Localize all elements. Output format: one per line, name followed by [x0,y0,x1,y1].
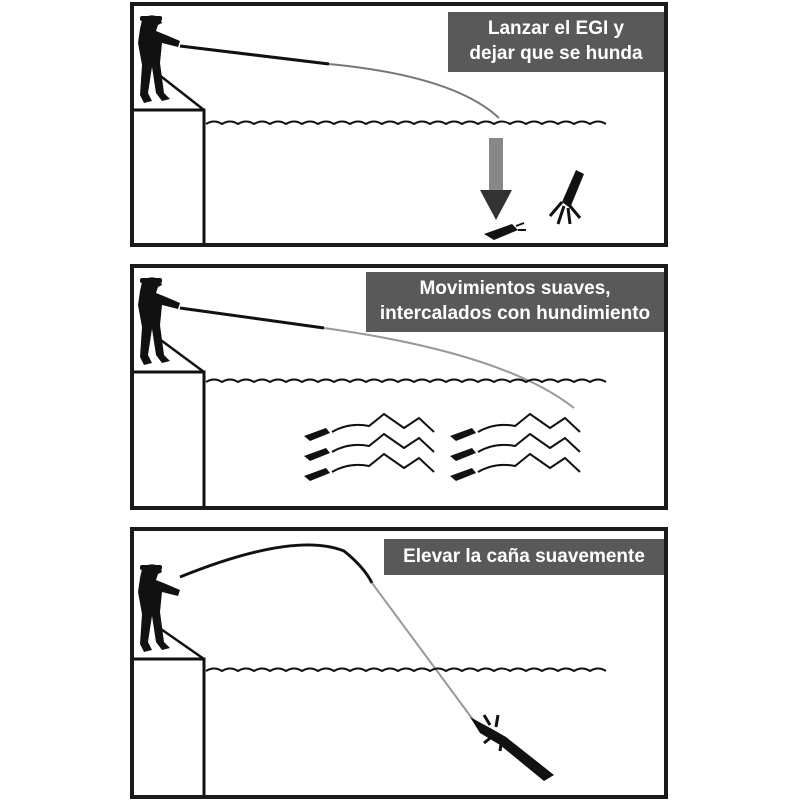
caption-line: intercalados con hundimiento [379,303,651,324]
motion-trail [331,412,435,433]
jig-motion-group [304,412,581,481]
caption-line: Movimientos suaves, [419,278,611,299]
rod-tip [328,63,500,119]
caption-line: dejar que se hunda [469,43,643,64]
egi-lure-icon [304,468,330,481]
fisherman-silhouette [138,15,180,103]
step-panel-lift: Elevar la caña suavemente [130,527,668,799]
egi-lure-icon [304,428,330,441]
pier [134,625,206,795]
step-panel-jig: Movimientos suaves, intercalados con hun… [130,264,668,510]
fishing-line [371,582,475,722]
water-surface [205,667,607,673]
motion-trail [477,432,581,453]
water-surface [205,120,607,126]
step-caption: Elevar la caña suavemente [384,539,664,575]
water-surface [205,378,607,384]
cast-scene [134,15,607,243]
fishing-rod [179,44,330,66]
jig-scene [134,277,607,506]
fisherman-silhouette [138,277,180,365]
step-caption: Lanzar el EGI y dejar que se hunda [448,12,664,72]
rod-tip [323,327,575,409]
step-panel-cast: Lanzar el EGI y dejar que se hunda [130,2,668,247]
egi-lure-icon [484,222,526,240]
squid-icon [470,714,554,781]
step-caption: Movimientos suaves, intercalados con hun… [366,272,664,332]
lift-scene [134,543,607,795]
motion-trail [477,452,581,473]
egi-lure-icon [450,428,476,441]
egi-lure-icon [450,468,476,481]
squid-icon [548,170,584,225]
pier [134,73,206,243]
fishing-rod [179,306,325,330]
pier [134,336,206,506]
fisherman-silhouette [138,564,180,652]
egi-lure-icon [304,448,330,461]
caption-line: Lanzar el EGI y [487,18,625,39]
sink-arrow-icon [480,138,512,220]
motion-trail [331,432,435,453]
caption-line: Elevar la caña suavemente [403,546,645,567]
motion-trail [331,452,435,473]
motion-trail [477,412,581,433]
egi-lure-icon [450,448,476,461]
fishing-rod [179,543,374,584]
